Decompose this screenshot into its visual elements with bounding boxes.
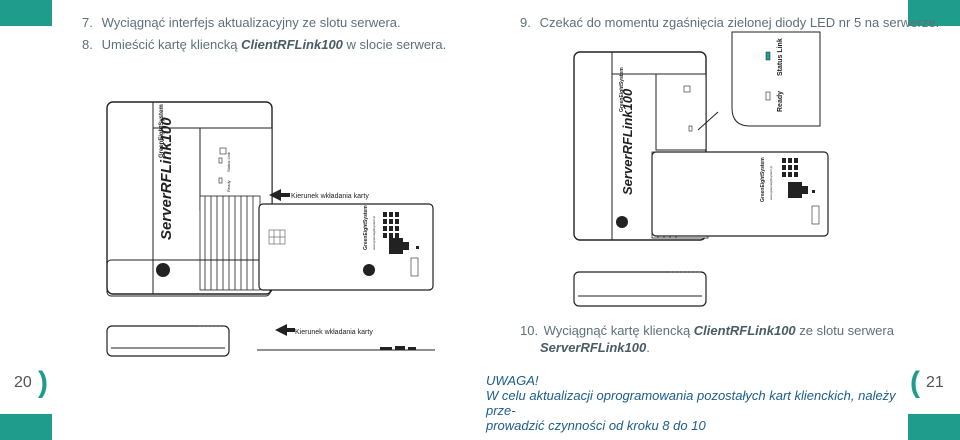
corner-decoration-bottom-left	[0, 414, 52, 440]
server-right-led-ready	[688, 125, 693, 132]
step-8-product-name: ClientRFLink100	[241, 37, 343, 52]
page-left-paren: )	[38, 366, 48, 399]
zoom-pointer	[697, 111, 719, 131]
inserted-card-url: www.greeneightsystem.pl	[769, 166, 773, 200]
step-8-text-pre: Umieścić kartę kliencką	[101, 37, 242, 52]
server-right-brand-label: GreenEightSystem	[619, 67, 625, 112]
card-direction-label: Kierunek wkładania karty	[291, 193, 369, 200]
step-7: 7. Wyciągnąć interfejs aktualizacyjny ze…	[82, 14, 401, 32]
sim-chip-icon	[268, 229, 286, 245]
server-usb-port	[219, 147, 227, 155]
card-port	[410, 257, 419, 277]
server-name-label: ServerRFLink100	[158, 117, 175, 240]
step-7-number: 7.	[82, 15, 93, 30]
server-right-name-label: ServerRFLink100	[620, 88, 635, 195]
server-right-logo	[616, 216, 628, 228]
server-slot-grille	[199, 195, 261, 291]
step-7-text: Wyciągnąć interfejs aktualizacyjny ze sl…	[101, 15, 401, 30]
step-8-text-post: w slocie serwera.	[342, 37, 447, 52]
step-9-text: Czekać do momentu zgaśnięcia zielonej di…	[539, 15, 940, 30]
warning-line1: W celu aktualizacji oprogramowania pozos…	[486, 388, 896, 418]
server-logo	[156, 263, 170, 277]
page-number-right: 21	[926, 374, 944, 391]
page-number-left: 20	[14, 374, 32, 391]
step-10: 10. Wyciągnąć kartę kliencką ClientRFLin…	[520, 322, 894, 340]
inserted-card-port	[811, 205, 820, 225]
figure-right-card-inserted: ServerRFLink100 GreenEightSystem GreenEi…	[573, 51, 829, 307]
step-10-end: .	[646, 340, 650, 355]
server-right-usb	[683, 85, 691, 93]
zoom-status-label: Status Link	[777, 38, 784, 76]
client-card	[258, 203, 434, 291]
page-right-paren: (	[910, 366, 920, 399]
card-brand-label: GreenEightSystem	[363, 205, 369, 250]
server-status-label: Status Link	[226, 152, 231, 172]
card-connector-icon	[389, 238, 409, 254]
server-led-ready	[218, 177, 223, 184]
corner-decoration-bottom-right	[908, 414, 960, 440]
card-led-bar	[383, 212, 399, 238]
warning-block: UWAGA! W celu aktualizacji oprogramowani…	[486, 373, 906, 433]
step-10-product-name: ClientRFLink100	[693, 323, 796, 338]
inserted-card-brand: GreenEightSystem	[760, 157, 766, 202]
inserted-card-led-bar	[782, 158, 798, 177]
zoom-led-status	[765, 51, 771, 61]
step-10-number: 10.	[520, 323, 539, 338]
corner-decoration-top-left	[0, 0, 52, 26]
inserted-card-connector-icon	[788, 182, 808, 198]
inserted-card-indicator	[812, 190, 815, 193]
zoom-led-ready	[765, 91, 771, 101]
card-url-label: www.greeneightsystem.pl	[372, 216, 376, 250]
step-8-number: 8.	[82, 37, 93, 52]
server-brand-label: GreenEightSystem	[159, 104, 165, 158]
card-indicator	[416, 246, 419, 249]
server-right-side-view	[573, 271, 707, 307]
step-9: 9. Czekać do momentu zgaśnięcia zielonej…	[520, 14, 939, 32]
side-card-direction-label: Kierunek wkładania karty	[295, 329, 373, 336]
figure-left-card-insertion: ServerRFLink100 GreenEightSystem Ready S…	[106, 101, 434, 297]
zoom-led-detail: Status Link Ready	[731, 31, 821, 127]
step-10-server-name: ServerRFLink100	[540, 340, 647, 355]
warning-line2: prowadzić czynności od kroku 8 do 10	[486, 418, 706, 433]
step-9-number: 9.	[520, 15, 531, 30]
insertion-arrow-icon	[269, 189, 290, 201]
step-10-text-pre: Wyciągnąć kartę kliencką	[543, 323, 694, 338]
server-led-status	[218, 157, 223, 164]
zoom-ready-label: Ready	[777, 91, 784, 112]
step-8: 8. Umieścić kartę kliencką ClientRFLink1…	[82, 36, 446, 54]
figure-left-side-view: Kierunek wkładania karty	[106, 324, 435, 357]
step-10-text-post: ze slotu serwera	[795, 323, 894, 338]
server-side-view	[106, 325, 230, 357]
card-side-profile	[257, 346, 435, 351]
warning-title: UWAGA!	[486, 373, 539, 388]
card-logo	[363, 264, 375, 276]
corner-decoration-top-right	[908, 0, 960, 26]
step-10-line2: ServerRFLink100.	[540, 339, 650, 357]
side-insertion-arrow-icon	[275, 324, 295, 336]
server-ready-label: Ready	[226, 180, 231, 192]
